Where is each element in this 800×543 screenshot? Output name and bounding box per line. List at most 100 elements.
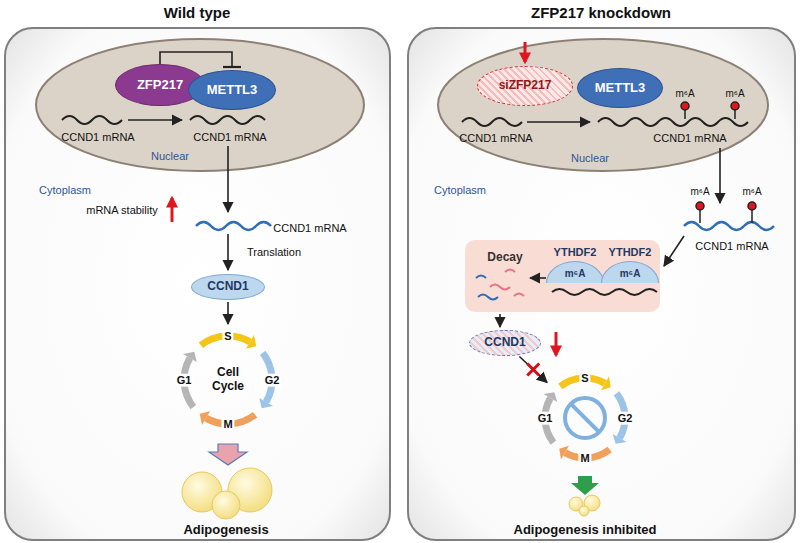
cytoplasm-mrna	[196, 222, 271, 230]
reader-protein: YTHDF2 m⁶A	[601, 246, 659, 284]
mrna-strand	[62, 116, 122, 124]
outcome-label: Adipogenesis inhibited	[513, 523, 656, 538]
flow-arrow	[227, 234, 229, 270]
protein-name: YTHDF2	[609, 246, 652, 259]
block-arrow	[209, 444, 247, 465]
mrna-fragment	[476, 270, 524, 300]
arrow-connector	[519, 356, 547, 382]
cell-cycle: S G2M G1	[530, 363, 640, 473]
block-mark	[527, 363, 539, 375]
nucleus-shape	[438, 39, 768, 171]
protein-name: METTL3	[207, 83, 258, 98]
cycle-arrowhead	[183, 352, 197, 362]
cycle-arrowhead	[613, 434, 627, 444]
knockdown-ellipse: siZFP217	[477, 66, 573, 106]
protein-name: CCND1	[484, 336, 525, 350]
cycle-label: Cell Cycle	[202, 366, 254, 394]
phase-label: G1	[175, 374, 194, 387]
phase-label: S	[222, 330, 233, 343]
lipid-droplet	[212, 491, 240, 519]
molecule-label: m⁶A	[675, 88, 694, 100]
modification-label: m⁶A	[546, 261, 604, 283]
molecule-label: CCND1 mRNA	[273, 222, 346, 235]
change-arrow	[555, 332, 558, 355]
cell-cycle: S G2M G1 Cell Cycle	[168, 320, 288, 440]
phase-label: S	[579, 372, 590, 385]
m6a-mark	[681, 102, 756, 223]
cycle-arrowhead	[259, 398, 273, 408]
cycle-arrowhead	[601, 376, 611, 390]
protein-ellipse: CCND1	[469, 330, 541, 356]
mrna-fragment	[478, 295, 498, 300]
reader-protein: YTHDF2m⁶A	[546, 246, 604, 284]
prohibition-sign	[565, 398, 605, 438]
m6a-mark	[696, 202, 704, 210]
prohibition-sign	[571, 404, 599, 432]
mrna-fragment	[490, 285, 510, 290]
modification-label: m⁶A	[601, 261, 659, 283]
compartment-label: Cytoplasm	[39, 184, 91, 197]
m6a-mark	[684, 110, 686, 119]
block-arrow	[571, 476, 599, 495]
m6a-mark	[731, 102, 739, 110]
compartment-label: Cytoplasm	[434, 184, 486, 197]
flow-arrow	[128, 119, 182, 121]
flow-arrow	[227, 146, 229, 212]
molecule-label: CCND1 mRNA	[695, 240, 768, 253]
cell-shape	[408, 28, 795, 540]
cell: ZFP217 knockdownCytoplasmNuclearsiZFP217…	[408, 28, 795, 540]
flow-arrow	[719, 148, 721, 203]
cytoplasm-mrna	[684, 222, 774, 230]
m6a-mark	[699, 210, 701, 223]
mrna-strand	[190, 116, 265, 124]
phase-label: G1	[536, 412, 555, 425]
molecule-label: CCND1 mRNA	[653, 132, 726, 145]
compartment-label: Nuclear	[571, 152, 609, 165]
mrna-fragment	[514, 294, 524, 297]
connectors	[160, 52, 547, 382]
cycle-arrowhead	[559, 446, 569, 460]
cycle-arrowhead	[543, 392, 557, 402]
phase-label: M	[221, 418, 234, 431]
m6a-mark	[751, 210, 753, 223]
nucleus-shape	[36, 39, 364, 171]
molecule-label: m⁶A	[690, 186, 709, 198]
nucleus: NuclearsiZFP217METTL3	[438, 39, 768, 171]
outcome-label: Adipogenesis	[183, 523, 268, 538]
decay-box: DecayYTHDF2m⁶AYTHDF2m⁶A	[465, 240, 660, 312]
shape-fills	[5, 28, 795, 540]
flow-arrow	[527, 121, 590, 123]
molecule-label: CCND1 mRNA	[459, 132, 532, 145]
mrna-fragment	[476, 276, 486, 279]
mrna-strand	[598, 118, 748, 126]
panel-title: ZFP217 knockdown	[531, 4, 671, 21]
molecule-label: m⁶A	[742, 186, 761, 198]
m6a-mark	[681, 102, 689, 110]
mrna-fragment	[505, 270, 515, 273]
flow-arrow	[530, 277, 546, 279]
change-arrow	[171, 198, 174, 222]
mrna-strand	[62, 116, 748, 295]
mrna-strand	[552, 289, 657, 295]
flow-arrow	[128, 120, 720, 327]
cycle-arrowhead	[246, 335, 256, 349]
phase-label: G2	[616, 412, 635, 425]
protein-name: CCND1	[207, 280, 248, 294]
flow-arrow	[664, 236, 684, 266]
compartment-label: Decay	[487, 251, 522, 265]
cycle-arrowhead	[200, 411, 210, 425]
phase-label: G2	[263, 374, 282, 387]
molecule-label: mRNA stability	[86, 204, 158, 217]
molecule-label: CCND1 mRNA	[193, 131, 266, 144]
cell-shape	[5, 28, 390, 540]
phase-label: M	[578, 452, 591, 465]
inhibition-bar	[223, 66, 241, 68]
molecule-label: Translation	[247, 246, 301, 259]
compartment-label: Nuclear	[151, 150, 189, 163]
nucleus: NuclearZFP217METTL3	[36, 39, 364, 171]
flow-arrow	[499, 314, 501, 327]
arrow-connector	[227, 302, 229, 324]
protein-ellipse: CCND1	[191, 274, 265, 300]
molecule-label: m⁶A	[725, 88, 744, 100]
